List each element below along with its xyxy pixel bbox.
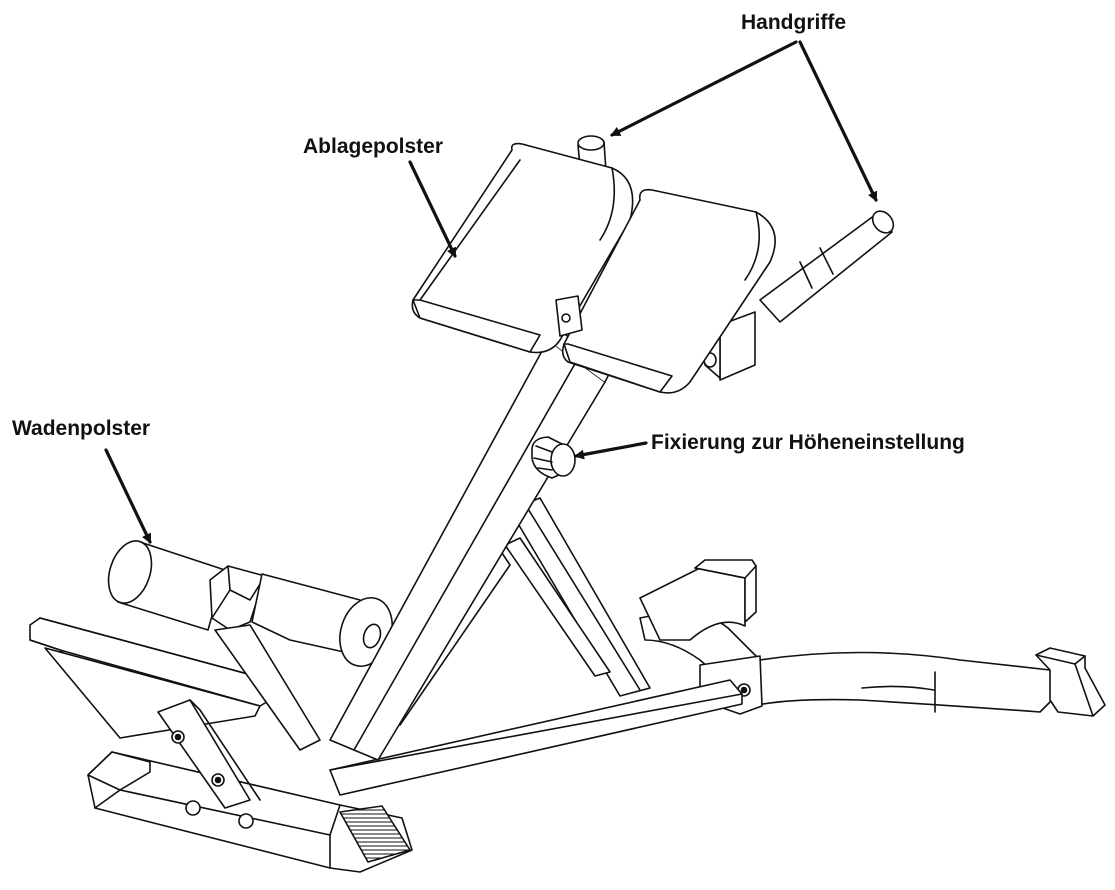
label-handgriffe: Handgriffe — [741, 11, 846, 34]
footplate-support — [44, 647, 261, 739]
lower-beam — [329, 679, 743, 796]
arrow-ablagepolster — [408, 160, 457, 258]
front-base — [29, 617, 413, 873]
front-bolt-3 — [185, 800, 201, 816]
triangle-brace-left — [509, 497, 651, 697]
front-end-cap-left — [87, 751, 151, 791]
label-ablagepolster: Ablagepolster — [303, 135, 444, 158]
callout-arrows — [104, 40, 878, 544]
arrow-wadenpolster — [104, 448, 152, 544]
rear-base — [639, 559, 1106, 717]
handle-right-end[interactable] — [868, 207, 897, 237]
arrow-fixierung — [574, 441, 648, 460]
arrow-handgriffe-right — [798, 40, 878, 202]
triangle-brace-inner — [504, 537, 611, 677]
front-upright — [157, 699, 251, 809]
back-pad-right — [561, 188, 776, 394]
front-bolt-4 — [238, 813, 254, 829]
rear-end-cap-top — [694, 559, 757, 623]
back-pads — [411, 142, 776, 394]
height-adjust-knob[interactable] — [531, 436, 576, 479]
front-foot-tube — [87, 751, 413, 873]
front-end-cap-grip — [339, 805, 411, 863]
arrow-handgriffe-left — [610, 40, 798, 137]
handle-right-bar — [759, 214, 893, 323]
label-fixierung: Fixierung zur Höheneinstellung — [651, 431, 965, 454]
label-wadenpolster: Wadenpolster — [12, 417, 151, 440]
